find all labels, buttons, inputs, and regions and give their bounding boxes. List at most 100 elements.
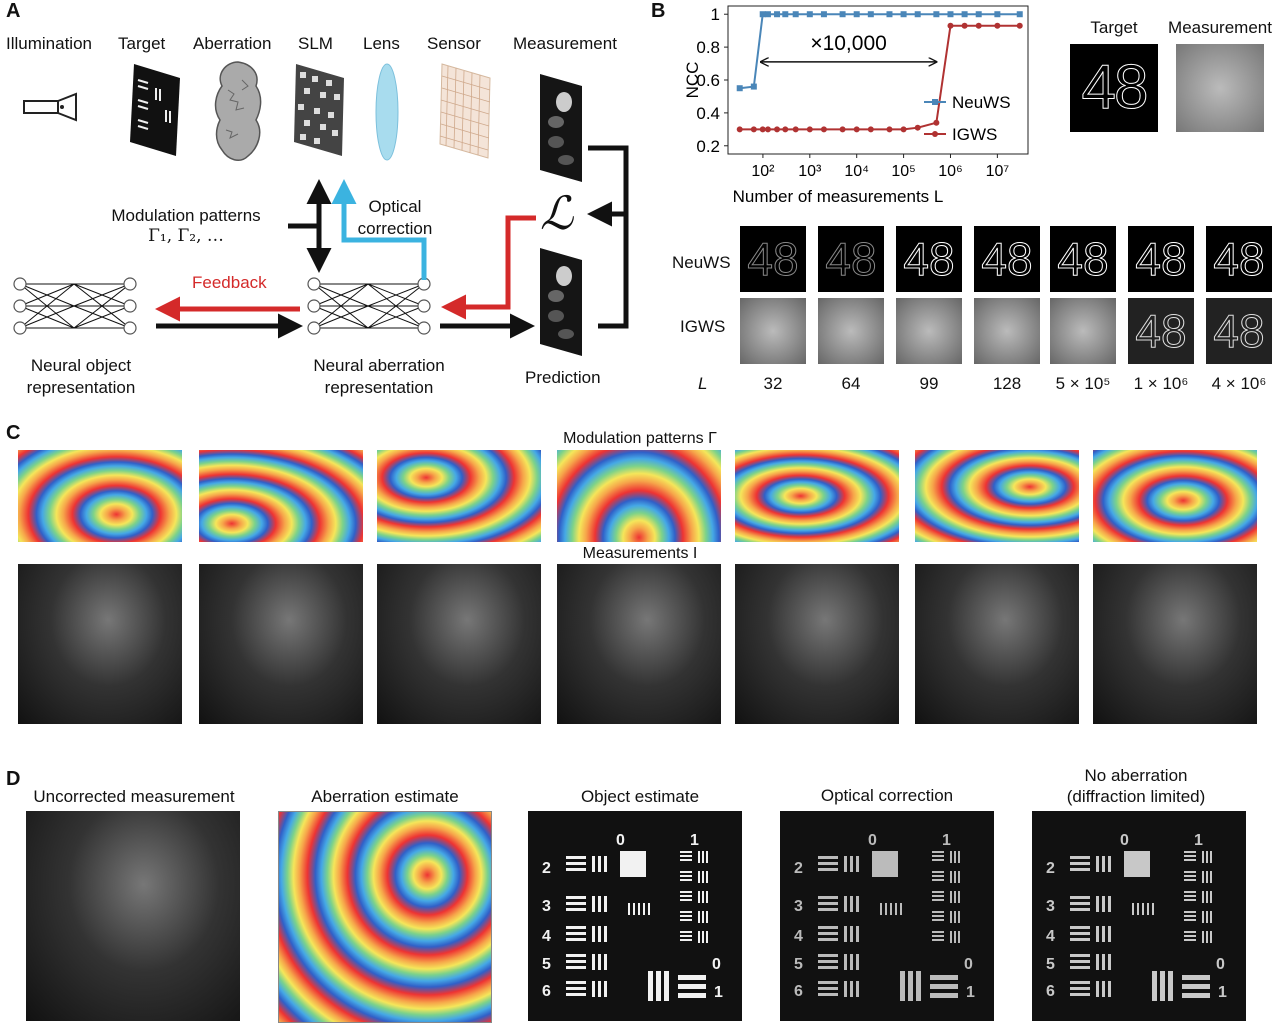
chart-digit: 0 — [868, 832, 877, 849]
chart-bar — [1206, 891, 1208, 903]
chart-bar — [932, 919, 944, 921]
measurement-image — [18, 564, 182, 724]
chart-bar — [950, 871, 952, 883]
chart-bar — [890, 903, 892, 915]
chart-bar — [1070, 993, 1090, 996]
chart-bar — [604, 856, 607, 872]
modulation-pattern-image — [735, 450, 899, 542]
flashlight-icon — [23, 92, 77, 122]
igws-point — [764, 126, 771, 133]
l-value: 4 × 10⁶ — [1211, 374, 1267, 393]
chart-bar — [1184, 875, 1196, 877]
igws-reconstruction: 48 — [1206, 298, 1272, 364]
measurements-title: Measurements I — [582, 545, 698, 562]
chart-bar — [818, 856, 838, 859]
neural-object-network-icon — [13, 277, 137, 335]
chart-bar — [932, 899, 944, 901]
no-aberration-line-1: No aberration — [1084, 766, 1188, 785]
chart-digit: 5 — [542, 956, 551, 973]
chart-bar — [604, 981, 607, 997]
chart-square — [872, 851, 898, 877]
chart-bar — [1210, 851, 1212, 863]
neuws-digits: 48 — [903, 233, 955, 286]
neuws-point — [933, 11, 940, 18]
chart-bar — [856, 981, 859, 997]
chart-bar — [680, 871, 692, 873]
chart-bar — [900, 971, 905, 1001]
chart-bar — [678, 984, 706, 989]
chart-bar — [698, 931, 700, 943]
chart-bar — [566, 862, 586, 865]
chart-square — [620, 851, 646, 877]
chart-bar — [1160, 971, 1165, 1001]
chart-bar — [680, 859, 692, 861]
chart-bar — [1070, 908, 1090, 911]
neuws-reconstruction: 48 — [1206, 226, 1272, 292]
chart-bar — [1070, 987, 1090, 990]
neuws-reconstruction: 48 — [818, 226, 884, 292]
chart-bar — [958, 931, 960, 943]
chart-bar — [1182, 984, 1210, 989]
igws-point — [853, 126, 860, 133]
chart-bar — [698, 891, 700, 903]
component-sensor: Sensor — [427, 34, 481, 53]
chart-bar — [932, 931, 944, 933]
chart-bar — [1184, 911, 1196, 913]
modulation-pattern-image — [1093, 450, 1257, 542]
sensor-icon — [439, 63, 491, 159]
igws-point — [792, 126, 799, 133]
neural-aberration-line-2: representation — [324, 378, 434, 397]
chart-digit: 6 — [794, 983, 803, 1000]
slm-icon — [294, 64, 344, 156]
chart-bar — [818, 908, 838, 911]
chart-bar — [916, 971, 921, 1001]
chart-bar — [932, 875, 944, 877]
legend-neuws: NeuWS — [952, 93, 1011, 112]
igws-point — [774, 126, 781, 133]
chart-bar — [932, 935, 944, 937]
aberration-estimate-image — [278, 811, 492, 1023]
chart-bar — [698, 851, 700, 863]
chart-bar — [818, 981, 838, 984]
chart-bar — [958, 851, 960, 863]
chart-bar — [702, 891, 704, 903]
chart-bar — [895, 903, 897, 915]
chart-bar — [698, 871, 700, 883]
igws-reconstruction — [896, 298, 962, 364]
chart-bar — [1096, 954, 1099, 970]
chart-bar — [566, 896, 586, 899]
chart-bar — [680, 915, 692, 917]
x-tick-label: 10⁷ — [986, 163, 1010, 180]
l-value: 5 × 10⁵ — [1055, 374, 1111, 393]
chart-bar — [1184, 931, 1196, 933]
neuws-reconstruction: 48 — [1128, 226, 1194, 292]
igws-point — [914, 124, 921, 131]
chart-bar — [1108, 926, 1111, 942]
chart-bar — [818, 987, 838, 990]
neural-aberration-label: Neural aberration representation — [296, 355, 462, 399]
chart-digit: 0 — [1216, 956, 1225, 973]
optical-correction-label: Optical correction — [345, 196, 445, 240]
chart-bar — [850, 856, 853, 872]
modulation-line-2: Γ₁, Γ₂, … — [148, 226, 224, 246]
chart-bar — [702, 851, 704, 863]
neuws-reconstruction: 48 — [974, 226, 1040, 292]
chart-bar — [1096, 926, 1099, 942]
chart-bar — [1184, 899, 1196, 901]
chart-bar — [648, 903, 650, 915]
no-aberration-line-2: (diffraction limited) — [1066, 787, 1206, 806]
neuws-point — [886, 11, 893, 18]
chart-bar — [1070, 902, 1090, 905]
igws-point — [759, 126, 766, 133]
measurement-image — [915, 564, 1079, 724]
chart-digit: 1 — [966, 984, 975, 1001]
chart-bar — [932, 939, 944, 941]
igws-point — [947, 22, 954, 29]
chart-bar — [932, 879, 944, 881]
chart-digit: 3 — [1046, 898, 1055, 915]
chart-bar — [1096, 896, 1099, 912]
legend-igws: IGWS — [952, 125, 997, 144]
chart-bar — [566, 960, 586, 963]
